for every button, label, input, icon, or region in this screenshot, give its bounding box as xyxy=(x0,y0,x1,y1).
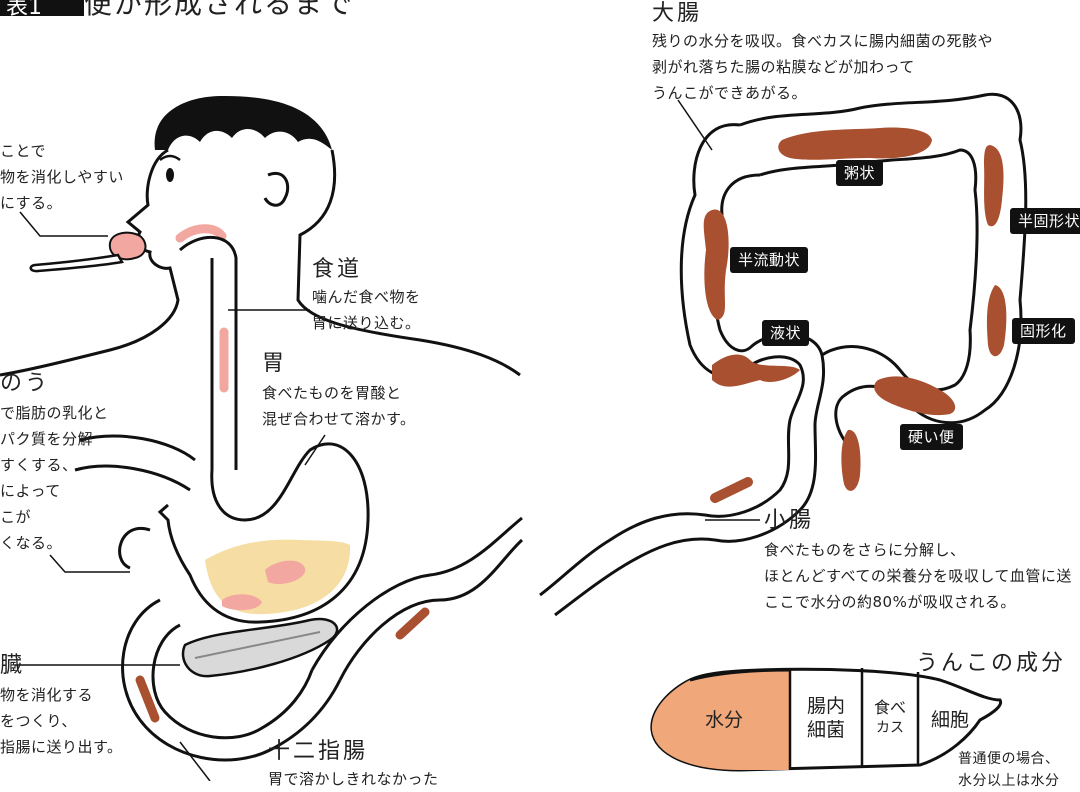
tag-semi-fluid: 半流動状 xyxy=(730,247,809,273)
leader-stomach xyxy=(304,434,326,466)
large-intestine-desc: 残りの水分を吸収。食べカスに腸内細菌の死骸や 剥がれ落ちた腸の粘膜などが加わって… xyxy=(652,32,994,102)
stool-solidifying xyxy=(986,285,1007,357)
composition-food-waste-bottom: カス xyxy=(876,720,904,736)
composition-food-waste-top: 食べ xyxy=(873,698,906,717)
small-intestine-name: 小腸 xyxy=(764,508,815,533)
gallbladder-desc: で脂肪の乳化と パク質を分解 すくする、 によって こが くなる。 xyxy=(0,404,109,552)
composition-water-label: 水分 xyxy=(704,709,743,731)
small-intestine-left-inner xyxy=(310,516,523,671)
composition-outline-top xyxy=(689,668,791,682)
leader-mouth xyxy=(19,211,108,237)
stomach xyxy=(157,442,370,624)
colon-outer xyxy=(539,123,805,597)
stomach-food-1 xyxy=(265,560,306,585)
duodenum-stool xyxy=(135,675,160,723)
stomach-name: 胃 xyxy=(262,351,288,376)
tag-solidifying: 固形化 xyxy=(1012,318,1075,344)
duodenum-desc: 胃で溶かしきれなかった xyxy=(268,770,439,788)
pancreas-name: 臓 xyxy=(0,653,26,678)
stool-gruel xyxy=(778,127,932,160)
composition-cells-label: 細胞 xyxy=(930,709,969,731)
stool-liquid xyxy=(712,354,800,387)
tag-gruel: 粥状 xyxy=(836,160,884,186)
leader-large-intestine xyxy=(677,99,713,151)
esophagus-desc: 噛んだ食べ物を 胃に送り込む。 xyxy=(312,288,421,332)
gallbladder-name: のう xyxy=(0,371,51,396)
composition-note: 普通便の場合、 水分以上は水分 xyxy=(958,751,1060,789)
tag-hard: 硬い便 xyxy=(900,424,963,450)
pancreas xyxy=(181,617,339,678)
gallbladder xyxy=(118,526,151,570)
leader-gallbladder xyxy=(49,554,130,573)
composition-water xyxy=(651,670,790,770)
leader-duodenum xyxy=(179,741,211,781)
small-intestine-desc: 食べたものをさらに分解し、 ほとんどすべての栄養分を吸収して血管に送 ここで水分… xyxy=(764,541,1072,611)
throat xyxy=(175,224,227,243)
duodenum-name: 十二指腸 xyxy=(268,739,369,764)
pancreas-duct xyxy=(194,631,321,659)
spoon xyxy=(29,253,124,273)
mouth-label: ことで 物を消化しやすい にする。 xyxy=(0,142,124,212)
liver-outline-2 xyxy=(74,464,191,492)
stool-rectum xyxy=(841,429,861,491)
eye xyxy=(166,168,174,182)
stomach-food-2 xyxy=(222,594,262,611)
stomach-desc: 食べたものを胃酸と 混ぜ合わせて溶かす。 xyxy=(262,384,416,428)
head-back xyxy=(296,149,521,377)
page-title: 便が形成されるまで xyxy=(84,0,355,20)
stool-semi-solid xyxy=(984,145,1004,227)
stool-hard xyxy=(874,376,956,416)
eyebrow xyxy=(159,154,181,162)
head-outline xyxy=(0,148,180,377)
large-intestine-name: 大腸 xyxy=(652,1,703,26)
stool-small-intestine xyxy=(710,477,753,503)
stool-semi-fluid xyxy=(703,209,729,320)
composition-bacteria-label: 腸内 細菌 xyxy=(806,695,845,741)
small-intestine-stool xyxy=(395,607,430,640)
small-intestine-left xyxy=(338,538,524,681)
hair xyxy=(154,95,332,150)
esophagus-name: 食道 xyxy=(312,257,363,282)
esophagus xyxy=(178,236,238,470)
title-badge: 表1 xyxy=(0,0,84,16)
composition-title: うんこの成分 xyxy=(916,651,1067,676)
tag-liquid: 液状 xyxy=(762,320,810,346)
ear xyxy=(263,171,290,207)
liver-outline xyxy=(79,434,196,462)
pancreas-desc: 物を消化する をつくり、 指腸に送り出す。 xyxy=(0,686,123,756)
duodenum-inner xyxy=(151,623,314,740)
tag-semi-solid: 半固形状 xyxy=(1010,208,1080,234)
